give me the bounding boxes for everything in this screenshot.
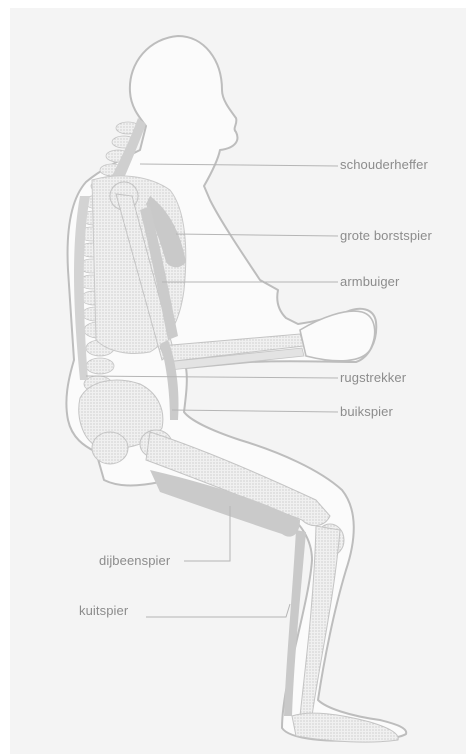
hand <box>300 311 375 361</box>
leader-dijbeenspier <box>184 506 230 561</box>
leader-buikspier <box>172 410 338 412</box>
label-rugstrekker: rugstrekker <box>340 370 406 385</box>
femur-head <box>92 432 128 464</box>
label-kuitspier: kuitspier <box>79 603 128 618</box>
label-buikspier: buikspier <box>340 404 393 419</box>
label-armbuiger: armbuiger <box>340 274 399 289</box>
leader-kuitspier <box>146 604 290 617</box>
label-schouderheffer: schouderheffer <box>340 157 428 172</box>
foot-bones <box>292 713 398 742</box>
label-grote-borstspier: grote borstspier <box>340 228 432 243</box>
label-dijbeenspier: dijbeenspier <box>99 553 170 568</box>
